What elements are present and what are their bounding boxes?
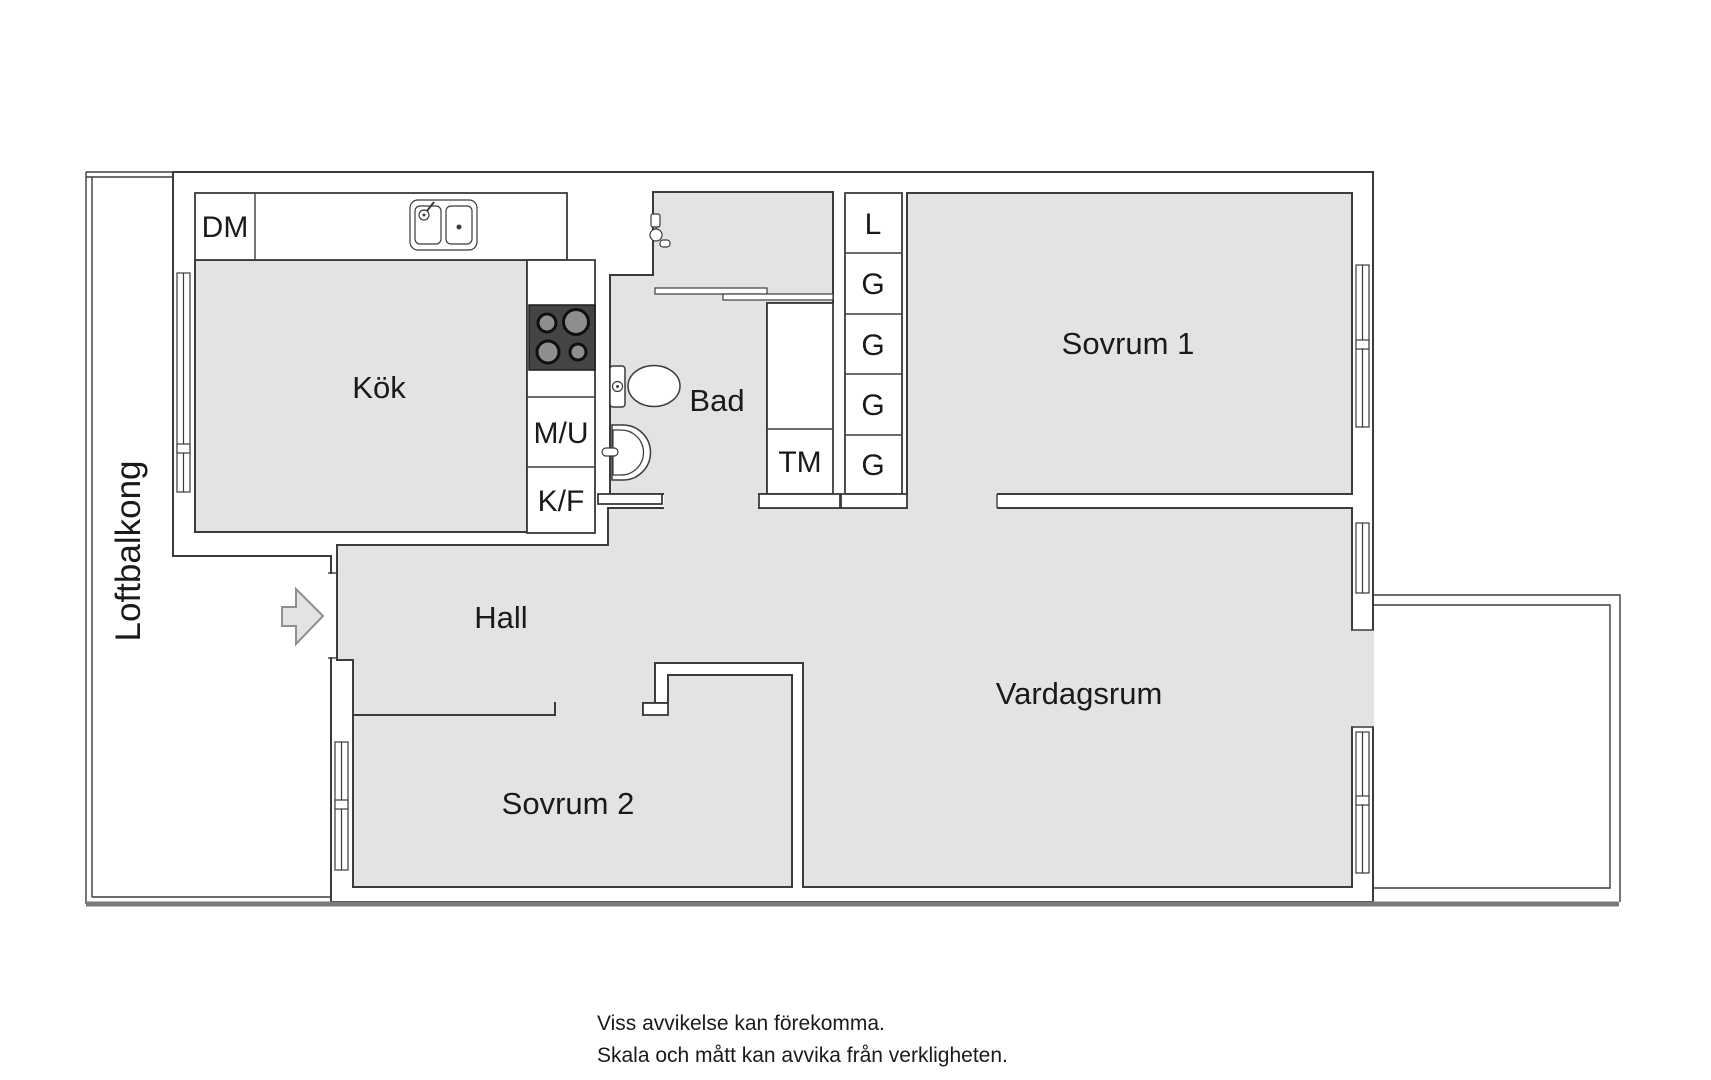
bedroom1-window [1355, 264, 1370, 428]
entrance-arrow-icon [281, 586, 325, 647]
label-bedroom2: Sovrum 2 [502, 786, 635, 821]
room-bedroom1-floor [906, 192, 1353, 495]
label-wardrobe-l: L [865, 208, 882, 241]
bedroom2-window [334, 741, 349, 871]
label-bath: Bad [689, 383, 744, 418]
label-wardrobe-g3: G [861, 389, 884, 422]
balcony-door-opening [1351, 630, 1374, 727]
living-window-upper [1355, 522, 1370, 594]
label-fridge-freezer: K/F [538, 485, 585, 518]
label-loft-balcony: Loftbalkong [109, 461, 148, 642]
label-dishwasher: DM [202, 211, 249, 244]
shower-screen-2 [722, 293, 834, 301]
kitchen-sink-icon [409, 199, 478, 251]
label-wardrobe-g2: G [861, 329, 884, 362]
shower-screen-1 [654, 287, 768, 295]
label-micro-oven: M/U [534, 417, 589, 450]
door-ticks [328, 494, 1374, 728]
label-living: Vardagsrum [996, 676, 1163, 711]
label-kitchen: Kök [352, 370, 406, 405]
bath-wall-stub [597, 493, 663, 505]
toilet-icon [609, 364, 681, 408]
bathroom-sink-icon [601, 424, 652, 481]
bedroom2-door-jamb [642, 702, 669, 716]
label-hall: Hall [474, 600, 527, 635]
shower-icon [649, 213, 671, 248]
label-wardrobe-g1: G [861, 268, 884, 301]
entrance-door-opening [328, 574, 335, 657]
kitchen-window [176, 272, 191, 493]
washer-plinth [758, 493, 841, 509]
stove-icon [528, 304, 596, 371]
disclaimer-line-1: Viss avvikelse kan förekomma. [597, 1012, 885, 1035]
bath-door-opening [664, 492, 758, 510]
living-window-lower [1355, 731, 1370, 874]
label-washing-machine: TM [778, 446, 821, 479]
right-balcony-railing [1373, 594, 1621, 902]
bedroom2-door-opening [556, 701, 642, 717]
wardrobe-plinth [840, 493, 908, 509]
label-bedroom1: Sovrum 1 [1062, 326, 1195, 361]
wardrobe-column [844, 192, 903, 495]
loft-balcony-railing [85, 171, 331, 904]
disclaimer-line-2: Skala och mått kan avvika från verklighe… [597, 1044, 1008, 1067]
label-wardrobe-g4: G [861, 449, 884, 482]
kitchen-counter [194, 192, 568, 261]
bedroom1-door-opening [908, 492, 997, 510]
